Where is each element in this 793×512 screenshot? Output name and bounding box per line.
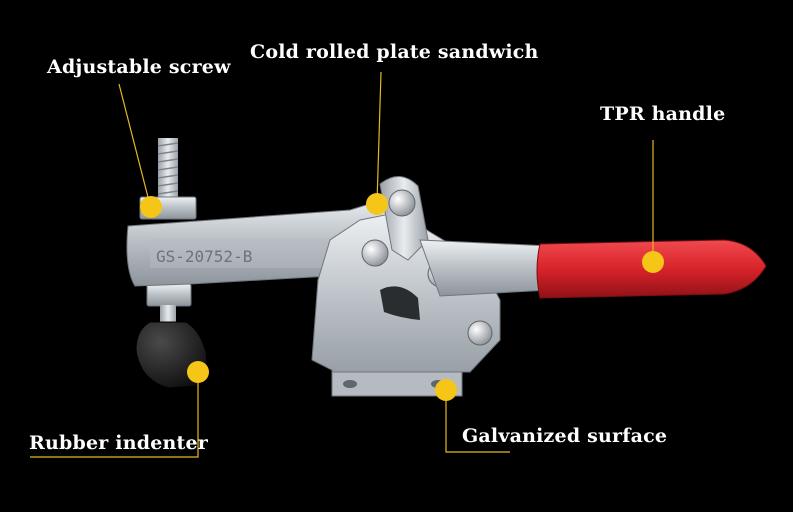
label-tpr-handle: TPR handle	[600, 103, 726, 125]
label-cold-rolled-plate: Cold rolled plate sandwich	[250, 41, 539, 63]
label-galvanized-surface: Galvanized surface	[462, 425, 668, 447]
marker-adjustable-screw	[140, 196, 162, 218]
marker-tpr-handle	[642, 251, 664, 273]
label-rubber-indenter: Rubber indenter	[29, 432, 208, 454]
marker-cold-rolled	[366, 193, 388, 215]
marker-rubber-indenter	[187, 361, 209, 383]
part-marking: GS-20752-B	[156, 247, 252, 266]
callout-markers	[140, 193, 664, 401]
handle	[419, 239, 767, 299]
marker-galvanized	[435, 379, 457, 401]
label-adjustable-screw: Adjustable screw	[47, 56, 231, 78]
leader-lines	[30, 71, 654, 458]
